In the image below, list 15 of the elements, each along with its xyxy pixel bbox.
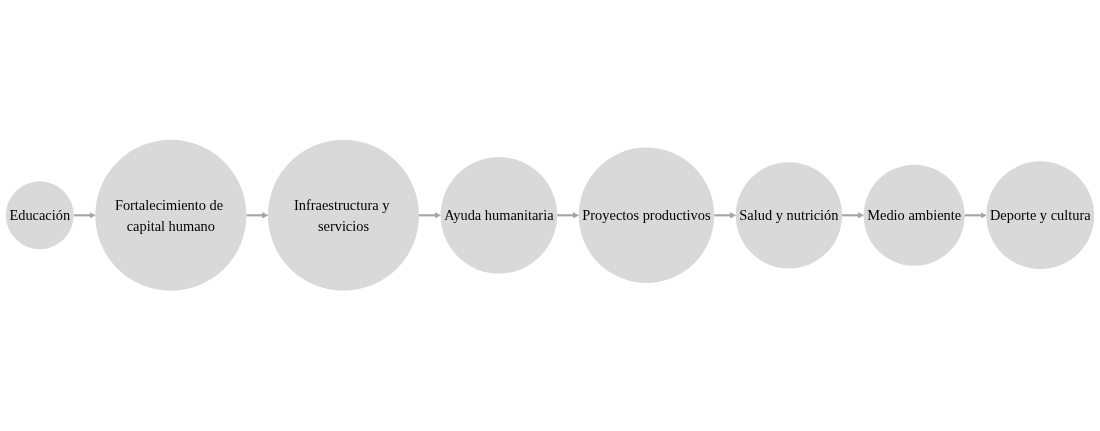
arrow xyxy=(246,212,269,219)
arrow xyxy=(964,212,987,219)
arrow xyxy=(557,212,579,219)
node-circle: Medio ambiente xyxy=(863,164,965,267)
arrow xyxy=(842,212,864,219)
arrow xyxy=(714,212,737,219)
node-circle: Infraestructura y servicios xyxy=(267,139,419,292)
node-circle: Educación xyxy=(5,181,74,250)
node-circle: Deporte y cultura xyxy=(986,161,1095,270)
node-circle: Fortalecimiento de capital humano xyxy=(95,139,247,292)
arrow xyxy=(419,212,441,219)
node-circle: Proyectos productivos xyxy=(578,147,715,284)
node-circle: Salud y nutrición xyxy=(735,162,843,269)
arrow xyxy=(73,212,96,219)
node-circle: Ayuda humanitaria xyxy=(440,157,558,274)
